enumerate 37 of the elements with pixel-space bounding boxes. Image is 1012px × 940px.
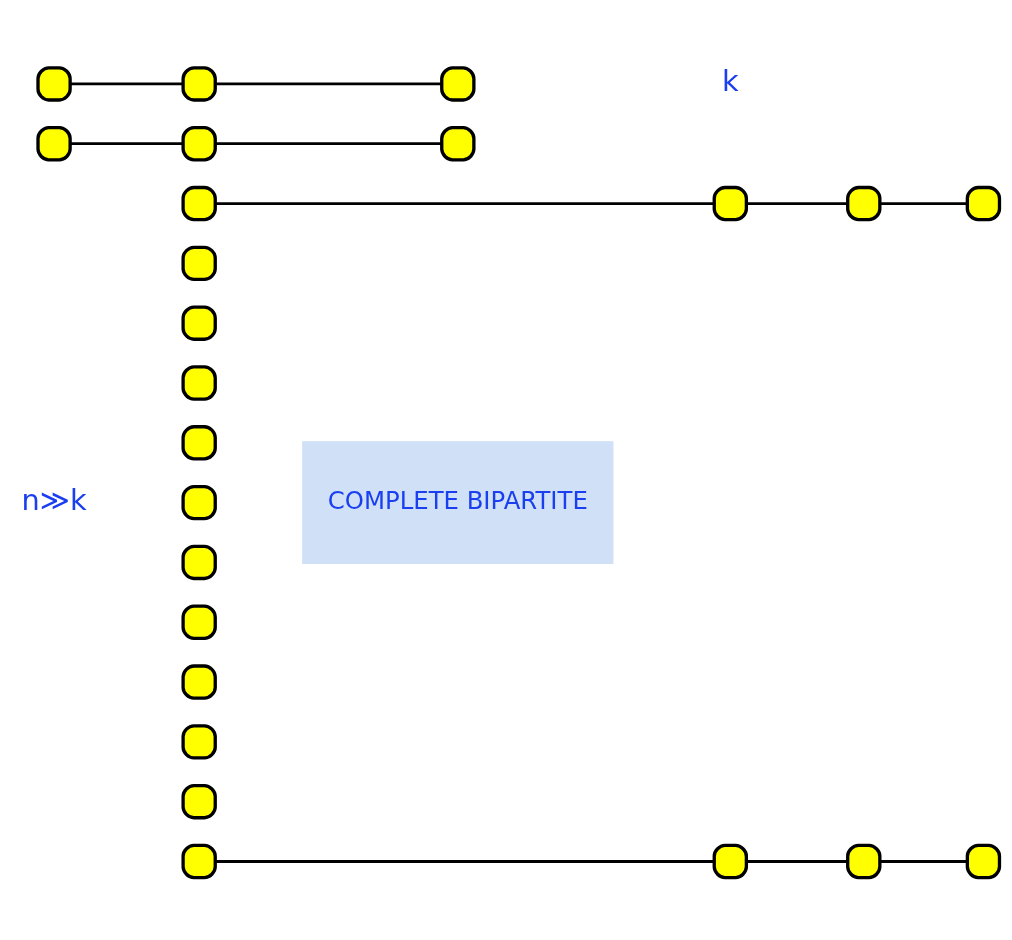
node-box: [181, 843, 217, 879]
connector: [215, 201, 714, 205]
label: k: [721, 63, 739, 98]
connector: [70, 141, 183, 145]
connector: [746, 859, 848, 863]
connector: [215, 859, 714, 863]
node-box: [36, 65, 72, 102]
connector: [70, 82, 183, 85]
node-box: [181, 125, 217, 161]
node-box: [181, 604, 217, 640]
node-box: [181, 484, 217, 520]
node-box: [181, 723, 217, 760]
node-box: [965, 185, 1002, 221]
connector: [880, 859, 968, 863]
connector: [746, 201, 848, 205]
node-box: [181, 185, 217, 221]
node-box: [181, 424, 217, 461]
node-box: [712, 185, 748, 221]
node-box: [181, 245, 217, 281]
node-box: [440, 125, 476, 161]
connector: [880, 201, 968, 205]
node-box: [181, 65, 217, 102]
connector: [215, 82, 442, 85]
node-box: [846, 185, 882, 221]
label: n≫k: [21, 482, 87, 517]
node-box: COMPLETE BIPARTITE: [302, 440, 614, 564]
connector: [215, 141, 442, 145]
node-box: [36, 125, 72, 161]
node-box: [181, 364, 217, 401]
node-box: [440, 65, 476, 102]
node-box: [181, 544, 217, 580]
node-box: [965, 843, 1002, 879]
node-box: [712, 843, 748, 879]
node-box: [846, 843, 882, 879]
node-box: [181, 783, 217, 819]
node-box: [181, 663, 217, 700]
node-box: [181, 304, 217, 341]
